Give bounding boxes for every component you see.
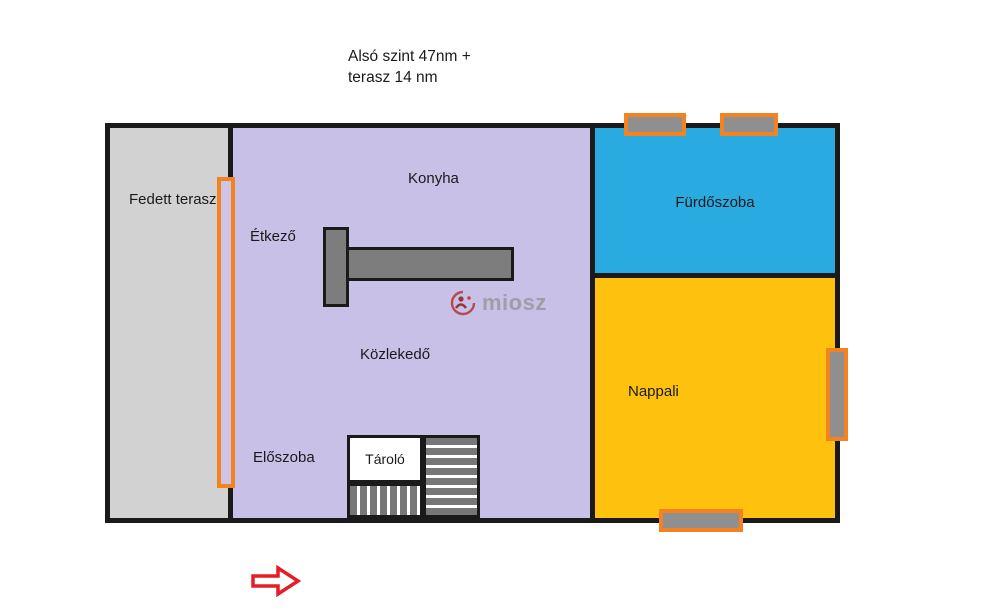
terrace-door xyxy=(217,177,235,488)
plan-title-line1: Alsó szint 47nm + xyxy=(348,48,471,65)
room-living xyxy=(595,278,835,518)
bathroom-window-2 xyxy=(720,113,778,136)
staircase-lower-flight xyxy=(347,483,423,518)
living-room-window-right xyxy=(826,348,848,441)
label-kitchen: Konyha xyxy=(408,170,459,187)
watermark-text: miosz xyxy=(482,290,547,315)
label-bathroom: Fürdőszoba xyxy=(675,194,755,211)
label-covered-terrace: Fedett terasz xyxy=(129,191,217,208)
plan-title-line2: terasz 14 nm xyxy=(348,69,438,86)
miosz-logo-icon xyxy=(450,290,476,316)
label-dining: Étkező xyxy=(250,228,296,245)
bathroom-window-1 xyxy=(624,113,686,136)
label-hallway: Közlekedő xyxy=(360,346,431,363)
watermark: miosz xyxy=(449,289,547,317)
wall-interior-divider xyxy=(590,128,595,518)
room-bathroom xyxy=(595,128,835,273)
floorplan-outline: Fedett terasz Konyha Étkező Közlekedő El… xyxy=(105,123,840,598)
label-living-room: Nappali xyxy=(628,383,679,400)
kitchen-counter-horizontal xyxy=(346,247,514,281)
living-room-window-bottom xyxy=(659,509,743,532)
room-covered-terrace xyxy=(110,128,228,518)
staircase-right-flight xyxy=(423,435,480,518)
storage-room: Tároló xyxy=(347,435,423,483)
label-storage: Tároló xyxy=(365,451,405,467)
entrance-arrow-icon xyxy=(251,564,302,598)
label-entry-hall: Előszoba xyxy=(253,449,315,466)
wall-bathroom-living-divider xyxy=(595,273,835,278)
plan-title: Alsó szint 47nm + terasz 14 nm xyxy=(348,46,471,88)
